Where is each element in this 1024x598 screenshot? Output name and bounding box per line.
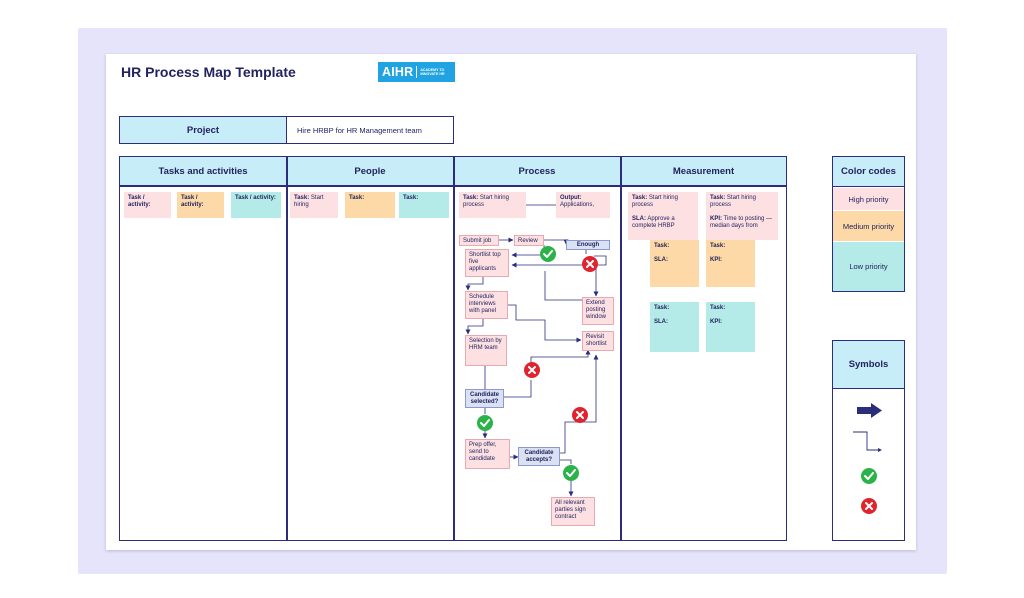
measurement-kpi-text: Time to posting — median days from — [710, 216, 773, 229]
flow-candidate-selected-decision[interactable]: Candidate selected? — [465, 389, 504, 408]
check-icon — [861, 468, 877, 484]
measurement-task-label: Task: — [710, 305, 726, 311]
flow-revisit-shortlist[interactable]: Revisit shortlist — [582, 331, 614, 351]
connector-arrow-icon — [853, 431, 882, 452]
process-task-note[interactable]: Task: Start hiring process — [459, 192, 526, 218]
people-note-low[interactable]: Task: — [399, 192, 449, 218]
measurement-task-label: Task: — [654, 305, 670, 311]
people-note-label: Task: — [349, 195, 365, 201]
task-note-high[interactable]: Task / activity: — [124, 192, 171, 218]
people-note-text: Start hiring — [294, 195, 324, 208]
task-note-label: Task / activity: — [181, 195, 204, 208]
cross-icon — [861, 498, 877, 514]
check-icon — [563, 465, 579, 481]
measurement-sla-label: SLA: — [654, 319, 668, 325]
task-note-medium[interactable]: Task / activity: — [177, 192, 224, 218]
symbols-title: Symbols — [833, 341, 904, 389]
flow-review[interactable]: Review — [514, 235, 544, 246]
legend-medium-priority: Medium priority — [833, 211, 904, 242]
flow-schedule-interviews[interactable]: Schedule interviews with panel — [465, 291, 508, 319]
people-note-label: Task: — [294, 195, 310, 201]
column-header-tasks: Tasks and activities — [158, 165, 248, 177]
measurement-kpi-label: KPI: — [710, 257, 722, 263]
flow-candidate-accepts-decision[interactable]: Candidate accepts? — [518, 447, 560, 466]
measurement-sla-label: SLA: — [632, 216, 646, 222]
color-codes-legend — [832, 156, 905, 292]
flow-sign-contract[interactable]: All relevant parties sign contract — [551, 497, 595, 526]
column-header-measurement: Measurement — [672, 165, 735, 177]
logo-divider — [416, 66, 418, 78]
legend-high-priority: High priority — [833, 188, 904, 211]
project-label: Project — [119, 116, 287, 144]
arrow-right-icon — [857, 403, 882, 418]
measurement-note-low-kpi[interactable]: Task: KPI: — [706, 302, 755, 352]
measurement-sla-label: SLA: — [654, 257, 668, 263]
process-output-label: Output: — [560, 195, 582, 201]
decision-no-line — [504, 380, 532, 398]
cross-icon — [524, 362, 540, 378]
shortlist-to-schedule-arrow — [465, 277, 484, 291]
measurement-kpi-label: KPI: — [710, 319, 722, 325]
logo-brand: AIHR — [382, 65, 414, 79]
page-title: HR Process Map Template — [121, 64, 296, 80]
measurement-note-sla[interactable]: Task: Start hiring process SLA: Approve … — [628, 192, 698, 240]
accepts-no-to-revisit-arrow — [560, 354, 599, 454]
extend-to-review-line — [544, 271, 583, 301]
measurement-note-medium-sla[interactable]: Task: SLA: — [650, 240, 699, 287]
cross-icon — [572, 407, 588, 423]
people-note-label: Task: — [403, 195, 419, 201]
measurement-task-label: Task: — [710, 195, 726, 201]
flow-selection[interactable]: Selection by HRM team — [465, 335, 507, 366]
symbols-legend — [832, 340, 905, 541]
measurement-task-label: Task: — [632, 195, 648, 201]
flow-extend-posting[interactable]: Extend posting window — [582, 297, 614, 325]
measurement-task-text: Start hiring process — [710, 195, 756, 208]
measurement-task-label: Task: — [654, 243, 670, 249]
project-value[interactable]: Hire HRBP for HR Management team — [286, 116, 454, 144]
aihr-logo: AIHR ACADEMY TO INNOVATE HR — [378, 62, 455, 82]
enough-yes-loop-arrow — [511, 255, 607, 268]
column-header-process: Process — [518, 165, 556, 177]
cross-icon — [582, 256, 598, 272]
check-icon — [477, 415, 493, 431]
process-output-text: Applications, — [560, 202, 595, 208]
people-note-medium[interactable]: Task: — [345, 192, 395, 218]
measurement-task-text: Start hiring process — [632, 195, 678, 208]
flow-prep-offer[interactable]: Prep offer, send to candidate — [465, 439, 510, 469]
task-note-low[interactable]: Task / activity: — [231, 192, 281, 218]
legend-low-priority: Low priority — [833, 242, 904, 291]
people-note-high[interactable]: Task: Start hiring — [290, 192, 338, 218]
schedule-to-revisit-arrow — [507, 304, 582, 343]
color-codes-title: Color codes — [833, 157, 904, 187]
measurement-sla-text: Approve a complete HRBP — [632, 216, 675, 229]
measurement-task-label: Task: — [710, 243, 726, 249]
measurement-note-medium-kpi[interactable]: Task: KPI: — [706, 240, 755, 287]
flow-enough-decision[interactable]: Enough — [566, 240, 610, 250]
no-to-revisit-arrow — [530, 349, 591, 366]
task-note-label: Task / activity: — [128, 195, 151, 208]
check-icon — [540, 246, 556, 262]
logo-tagline: ACADEMY TO INNOVATE HR — [420, 67, 445, 77]
measurement-note-kpi[interactable]: Task: Start hiring process KPI: Time to … — [706, 192, 778, 240]
flow-submit-job[interactable]: Submit job — [459, 235, 499, 246]
column-header-people: People — [354, 165, 386, 177]
process-task-text: Start hiring process — [463, 195, 509, 208]
column-divider-1 — [286, 156, 288, 541]
process-task-label: Task: — [463, 195, 479, 201]
flow-shortlist[interactable]: Shortlist top five applicants — [465, 249, 509, 277]
process-output-note[interactable]: Output: Applications, — [556, 192, 610, 218]
task-note-label: Task / activity: — [235, 195, 276, 201]
column-divider-3 — [620, 156, 622, 541]
column-divider-2 — [453, 156, 455, 541]
measurement-note-low-sla[interactable]: Task: SLA: — [650, 302, 699, 352]
measurement-kpi-label: KPI: — [710, 216, 722, 222]
schedule-to-selection-arrow — [465, 319, 484, 335]
